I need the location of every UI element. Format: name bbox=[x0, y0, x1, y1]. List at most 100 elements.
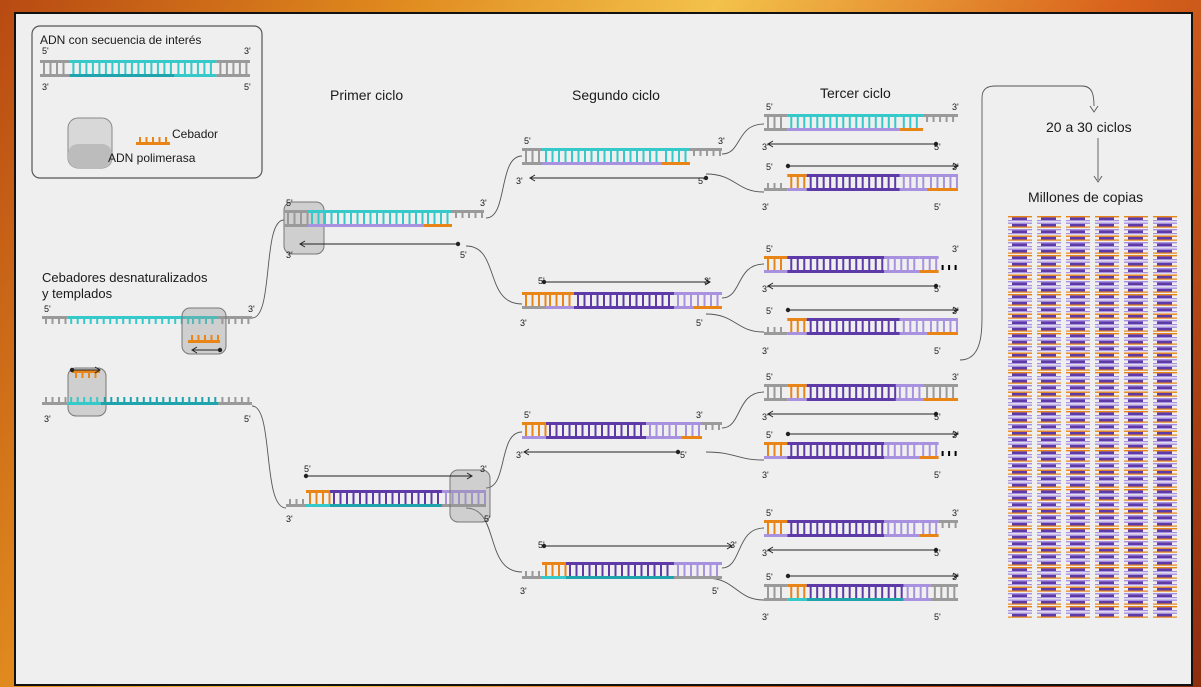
copy-mark bbox=[1095, 300, 1119, 306]
copy-mark bbox=[1066, 489, 1090, 495]
copy-mark bbox=[1153, 281, 1177, 287]
copy-mark bbox=[1066, 606, 1090, 612]
copy-mark bbox=[1066, 320, 1090, 326]
copy-mark bbox=[1008, 482, 1032, 488]
copy-mark bbox=[1124, 333, 1148, 339]
copy-mark bbox=[1037, 222, 1061, 228]
copy-mark bbox=[1153, 274, 1177, 280]
flow-connector bbox=[251, 405, 287, 509]
copy-mark bbox=[1008, 378, 1032, 384]
copy-mark bbox=[1124, 430, 1148, 436]
copy-mark bbox=[1124, 489, 1148, 495]
copy-mark bbox=[1008, 560, 1032, 566]
three-prime-label: 3' bbox=[762, 202, 769, 212]
copy-mark bbox=[1066, 235, 1090, 241]
copy-mark bbox=[1153, 372, 1177, 378]
copy-mark bbox=[1095, 476, 1119, 482]
copy-mark bbox=[1153, 333, 1177, 339]
copy-mark bbox=[1124, 385, 1148, 391]
copy-mark bbox=[1124, 482, 1148, 488]
three-prime-label: 3' bbox=[762, 548, 769, 558]
primer-legend-label: Cebador bbox=[172, 127, 218, 141]
copy-mark bbox=[1124, 476, 1148, 482]
copy-mark bbox=[1153, 469, 1177, 475]
copy-mark bbox=[1037, 541, 1061, 547]
copy-mark bbox=[1095, 235, 1119, 241]
copy-mark bbox=[1037, 274, 1061, 280]
three-prime-label: 3' bbox=[762, 284, 769, 294]
copy-mark bbox=[1066, 547, 1090, 553]
copy-mark bbox=[1008, 229, 1032, 235]
copy-mark bbox=[1037, 573, 1061, 579]
three-prime-label: 3' bbox=[762, 612, 769, 622]
extension-arrow bbox=[541, 278, 711, 286]
strand-end-labels: 5'3'3'5'5'3'3'5'5'3'3'5'5'3'3'5'5'3'3'5'… bbox=[44, 102, 959, 622]
copy-mark bbox=[1008, 528, 1032, 534]
copy-mark bbox=[1066, 307, 1090, 313]
copy-mark bbox=[1124, 424, 1148, 430]
copy-mark bbox=[1095, 456, 1119, 462]
copy-mark bbox=[1153, 391, 1177, 397]
copy-mark bbox=[1008, 287, 1032, 293]
copy-mark bbox=[1037, 391, 1061, 397]
copy-mark bbox=[1008, 515, 1032, 521]
pcr-diagram: ADN con secuencia de interés 5' 3' 3' 5' Ce… bbox=[31, 25, 1177, 622]
copy-mark bbox=[1095, 255, 1119, 261]
copy-mark bbox=[1124, 300, 1148, 306]
five-prime-label: 5' bbox=[766, 572, 773, 582]
copy-mark bbox=[1124, 404, 1148, 410]
copy-mark bbox=[1037, 242, 1061, 248]
legend-title: ADN con secuencia de interés bbox=[40, 33, 201, 47]
copy-mark bbox=[1037, 281, 1061, 287]
copy-mark bbox=[1066, 554, 1090, 560]
copy-mark bbox=[1037, 352, 1061, 358]
third-cycle-duplex-5 bbox=[764, 384, 958, 401]
copy-mark bbox=[1037, 599, 1061, 605]
extension-arrow bbox=[785, 306, 959, 314]
copy-mark bbox=[1066, 430, 1090, 436]
copy-mark bbox=[1066, 450, 1090, 456]
copy-mark bbox=[1153, 586, 1177, 592]
copy-mark bbox=[1153, 417, 1177, 423]
copy-mark bbox=[1153, 339, 1177, 345]
copy-mark bbox=[1124, 242, 1148, 248]
copy-mark bbox=[1037, 229, 1061, 235]
copy-mark bbox=[1037, 482, 1061, 488]
copy-mark bbox=[1008, 547, 1032, 553]
copy-mark bbox=[1124, 560, 1148, 566]
copy-mark bbox=[1008, 391, 1032, 397]
copy-mark bbox=[1066, 294, 1090, 300]
five-prime-label: 5' bbox=[538, 276, 545, 286]
copy-mark bbox=[1066, 333, 1090, 339]
five-prime-label: 5' bbox=[698, 176, 705, 186]
copy-mark bbox=[1037, 502, 1061, 508]
svg-text:5': 5' bbox=[244, 82, 251, 92]
copy-mark bbox=[1095, 430, 1119, 436]
copy-mark bbox=[1008, 404, 1032, 410]
copy-mark bbox=[1008, 300, 1032, 306]
copy-mark bbox=[1037, 287, 1061, 293]
copy-mark bbox=[1095, 391, 1119, 397]
copy-mark bbox=[1066, 580, 1090, 586]
copy-mark bbox=[1066, 359, 1090, 365]
copy-mark bbox=[1095, 437, 1119, 443]
copy-mark bbox=[1095, 411, 1119, 417]
copy-mark bbox=[1066, 424, 1090, 430]
copy-mark bbox=[1153, 606, 1177, 612]
connector-lines bbox=[251, 85, 1103, 601]
three-prime-label: 3' bbox=[952, 430, 959, 440]
copy-mark bbox=[1124, 274, 1148, 280]
copy-mark bbox=[1066, 469, 1090, 475]
diagram-frame: ADN con secuencia de interés 5' 3' 3' 5' Ce… bbox=[14, 12, 1193, 686]
five-prime-label: 5' bbox=[766, 430, 773, 440]
copy-mark bbox=[1037, 489, 1061, 495]
copy-mark bbox=[1153, 437, 1177, 443]
copy-mark bbox=[1066, 456, 1090, 462]
copy-mark bbox=[1124, 391, 1148, 397]
copy-mark bbox=[1124, 255, 1148, 261]
extension-arrow bbox=[785, 162, 959, 170]
copy-mark bbox=[1008, 606, 1032, 612]
copy-mark bbox=[1124, 567, 1148, 573]
flow-connector bbox=[721, 391, 765, 429]
copy-mark bbox=[1008, 469, 1032, 475]
